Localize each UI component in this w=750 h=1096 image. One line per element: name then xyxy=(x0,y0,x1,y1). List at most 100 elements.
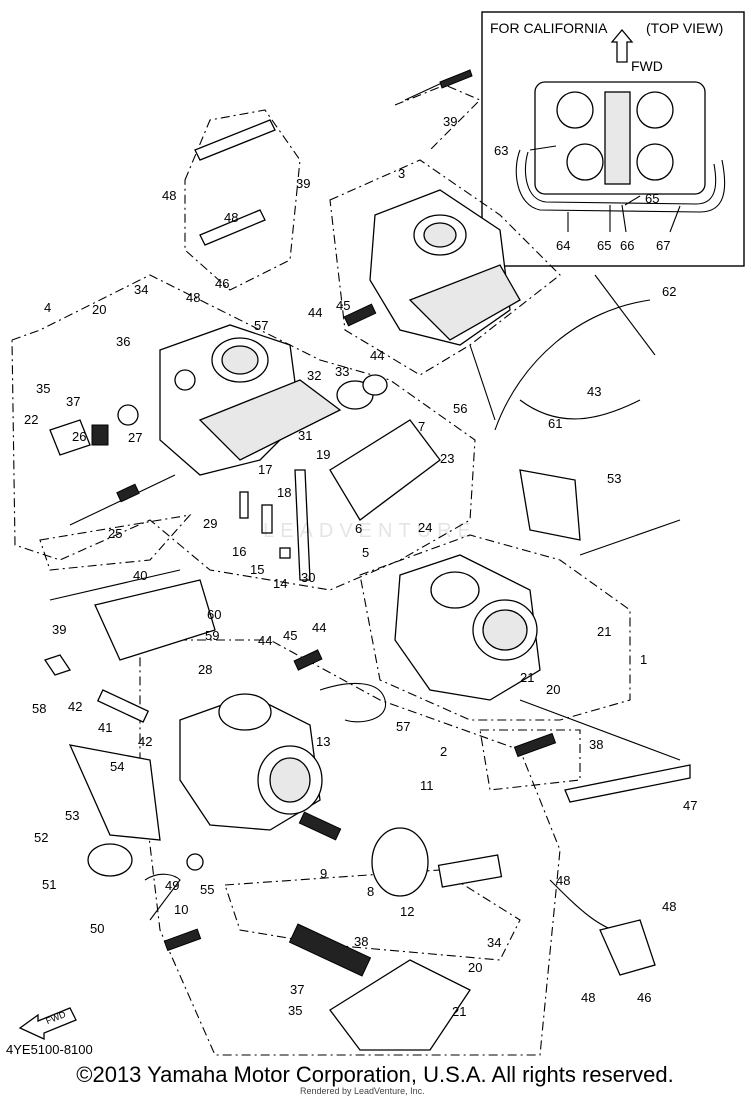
callout-21: 21 xyxy=(452,1004,466,1019)
inset-carb-1 xyxy=(556,91,594,129)
callout-42: 42 xyxy=(68,699,82,714)
outline-group-4 xyxy=(11,274,476,591)
inset-leader-67 xyxy=(669,205,681,233)
carb-bore-2 xyxy=(218,693,272,731)
callout-20: 20 xyxy=(468,960,482,975)
inset-fwd-label: FWD xyxy=(631,58,663,74)
inset-callout-67: 67 xyxy=(656,238,670,253)
callout-43: 43 xyxy=(587,384,601,399)
jet-16 xyxy=(261,504,273,534)
watermark-text: LEADVENTURE xyxy=(263,520,477,542)
callout-44: 44 xyxy=(308,305,322,320)
callout-48: 48 xyxy=(556,873,570,888)
callout-30: 30 xyxy=(301,570,315,585)
outline-linkage-top xyxy=(184,109,301,291)
callout-15: 15 xyxy=(250,562,264,577)
callout-20: 20 xyxy=(92,302,106,317)
callout-29: 29 xyxy=(203,516,217,531)
callout-7: 7 xyxy=(418,419,425,434)
callout-44: 44 xyxy=(258,633,272,648)
inset-carb-2 xyxy=(636,91,674,129)
spring-38-right xyxy=(513,732,557,758)
callout-21: 21 xyxy=(520,670,534,685)
fwd-arrow-icon xyxy=(18,1007,77,1041)
jet-14 xyxy=(279,547,291,559)
inset-leader-63 xyxy=(529,145,557,151)
callout-27: 27 xyxy=(128,430,142,445)
callout-2: 2 xyxy=(440,744,447,759)
spring-25 xyxy=(116,483,140,503)
inset-callout-65b: 65 xyxy=(597,238,611,253)
carburetor-lower-right xyxy=(394,554,541,701)
copyright-footer: ©2013 Yamaha Motor Corporation, U.S.A. A… xyxy=(76,1062,674,1087)
callout-44: 44 xyxy=(312,620,326,635)
callout-24: 24 xyxy=(418,520,432,535)
callout-35: 35 xyxy=(36,381,50,396)
spring-45-lower xyxy=(293,649,323,671)
callout-28: 28 xyxy=(198,662,212,677)
callout-19: 19 xyxy=(316,447,330,462)
carb-bore-inner-3 xyxy=(423,222,457,248)
link-bracket-46-top xyxy=(199,209,266,246)
callout-47: 47 xyxy=(683,798,697,813)
hose-49 xyxy=(144,873,181,921)
callout-5: 5 xyxy=(362,545,369,560)
callout-12: 12 xyxy=(400,904,414,919)
callout-34: 34 xyxy=(487,935,501,950)
callout-20: 20 xyxy=(546,682,560,697)
callout-31: 31 xyxy=(298,428,312,443)
callout-50: 50 xyxy=(90,921,104,936)
washer-55 xyxy=(186,853,204,871)
callout-34: 34 xyxy=(134,282,148,297)
inset-carb-4 xyxy=(636,143,674,181)
callout-59: 59 xyxy=(205,628,219,643)
outline-25 xyxy=(39,514,192,571)
callout-35: 35 xyxy=(288,1003,302,1018)
carb-diaphragm-inner-1 xyxy=(482,609,528,651)
outline-group-3 xyxy=(329,159,561,376)
link-plate-top xyxy=(194,119,276,161)
callout-33: 33 xyxy=(335,364,349,379)
callout-54: 54 xyxy=(110,759,124,774)
diaphragm-12 xyxy=(371,827,429,897)
callout-22: 22 xyxy=(24,412,38,427)
link-plate-right xyxy=(564,764,691,803)
callout-32: 32 xyxy=(307,368,321,383)
callout-58: 58 xyxy=(32,701,46,716)
callout-labels: 39 3 48 39 48 48 46 4 20 34 57 44 45 44 … xyxy=(24,114,697,1019)
cover-22 xyxy=(49,419,91,456)
callout-57: 57 xyxy=(396,719,410,734)
cable-62 xyxy=(594,274,656,356)
callout-48: 48 xyxy=(224,210,238,225)
callout-9: 9 xyxy=(320,866,327,881)
callout-46: 46 xyxy=(215,276,229,291)
callout-53: 53 xyxy=(607,471,621,486)
group-outlines xyxy=(11,84,631,1056)
spring-45-upper xyxy=(343,303,377,327)
callout-42: 42 xyxy=(138,734,152,749)
cable-43 xyxy=(494,299,651,431)
link-rod-right xyxy=(519,699,681,761)
inset-vent-hose-inner xyxy=(524,151,717,205)
carb-bore-inner-4 xyxy=(221,345,259,375)
carb-float-bowl-4 xyxy=(198,379,342,461)
callout-48: 48 xyxy=(662,899,676,914)
callout-53: 53 xyxy=(65,808,79,823)
callout-10: 38 xyxy=(354,934,368,949)
callout-57: 57 xyxy=(254,318,268,333)
callout-38: 38 xyxy=(589,737,603,752)
inset-callout-65a: 65 xyxy=(645,191,659,206)
seal-27 xyxy=(117,404,139,426)
callout-61: 61 xyxy=(548,416,562,431)
diaphragm-cover-lower xyxy=(329,959,471,1051)
spring-26 xyxy=(91,424,109,446)
callout-37: 37 xyxy=(66,394,80,409)
outline-group-2 xyxy=(139,639,561,1056)
carb-float-bowl-3 xyxy=(408,264,521,341)
bracket-40 xyxy=(94,579,216,661)
carburetor-upper-left xyxy=(159,324,342,476)
inset-leader-65b xyxy=(624,195,641,206)
callout-60: 60 xyxy=(207,607,221,622)
callout-26: 26 xyxy=(72,429,86,444)
callout-11: 11 xyxy=(420,778,434,793)
